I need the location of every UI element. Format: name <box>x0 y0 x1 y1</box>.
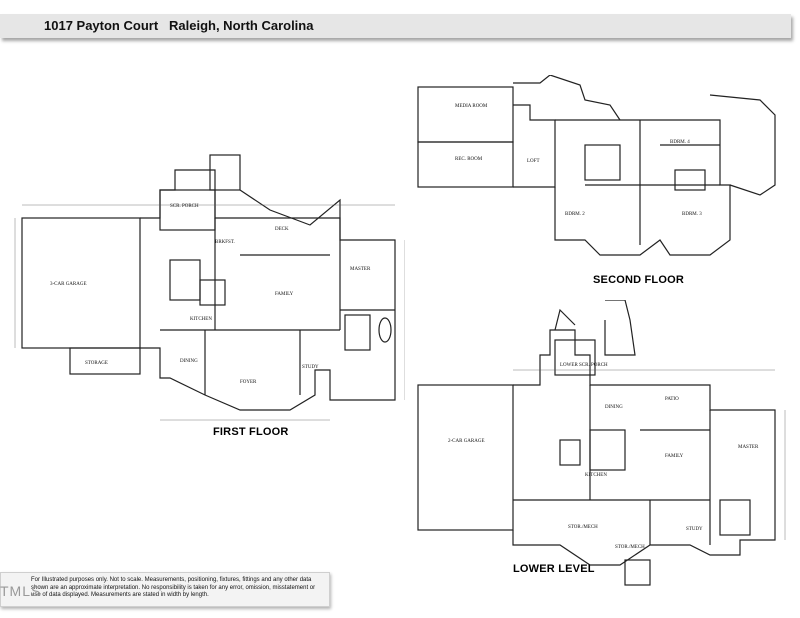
first-floor-plan: 3-CAR GARAGE STORAGE SCR. PORCH BRKFST. … <box>10 130 405 430</box>
disclaimer-box: For Illustrated purposes only. Not to sc… <box>0 572 330 607</box>
room-rec-room: REC. ROOM <box>455 157 483 162</box>
room-kitchen: KITCHEN <box>190 317 212 322</box>
room-study-lower: STUDY <box>686 527 703 532</box>
room-dining-lower: DINING <box>605 405 623 410</box>
property-address: 1017 Payton Court Raleigh, North Carolin… <box>44 18 314 33</box>
room-2-car-garage: 2-CAR GARAGE <box>448 439 485 444</box>
room-lower-scr-porch: LOWER SCR. PORCH <box>560 363 608 368</box>
room-patio: PATIO <box>665 397 679 402</box>
room-master: MASTER <box>350 267 371 272</box>
room-foyer: FOYER <box>240 380 257 385</box>
room-brkfst: BRKFST. <box>215 240 235 245</box>
room-storage: STORAGE <box>85 361 108 366</box>
lower-level-label: LOWER LEVEL <box>513 563 595 575</box>
room-deck: DECK <box>275 227 289 232</box>
room-stor-mech-1: STOR./MECH <box>568 525 598 530</box>
second-floor-plan: MEDIA ROOM REC. ROOM LOFT BDRM. 4 BDRM. … <box>410 75 790 265</box>
lower-level-plan: LOWER SCR. PORCH PATIO DINING 2-CAR GARA… <box>410 300 790 590</box>
first-floor-label: FIRST FLOOR <box>213 426 289 438</box>
disclaimer-text: For Illustrated purposes only. Not to sc… <box>31 577 316 598</box>
room-family: FAMILY <box>275 292 294 297</box>
room-dining: DINING <box>180 359 198 364</box>
room-bdrm-4: BDRM. 4 <box>670 140 690 145</box>
room-master-lower: MASTER <box>738 445 759 450</box>
second-floor-label: SECOND FLOOR <box>593 274 685 286</box>
room-family-lower: FAMILY <box>665 454 684 459</box>
room-scr-porch: SCR. PORCH <box>170 204 199 209</box>
room-media-room: MEDIA ROOM <box>455 104 488 109</box>
watermark: TMLS <box>0 583 42 599</box>
room-stor-mech-2: STOR./MECH <box>615 545 645 550</box>
header-bar: 1017 Payton Court Raleigh, North Carolin… <box>0 14 791 38</box>
room-3-car-garage: 3-CAR GARAGE <box>50 282 87 287</box>
room-loft: LOFT <box>527 159 540 164</box>
room-bdrm-3: BDRM. 3 <box>682 212 702 217</box>
room-kitchen-lower: KITCHEN <box>585 473 607 478</box>
room-study: STUDY <box>302 365 319 370</box>
room-bdrm-2: BDRM. 2 <box>565 212 585 217</box>
